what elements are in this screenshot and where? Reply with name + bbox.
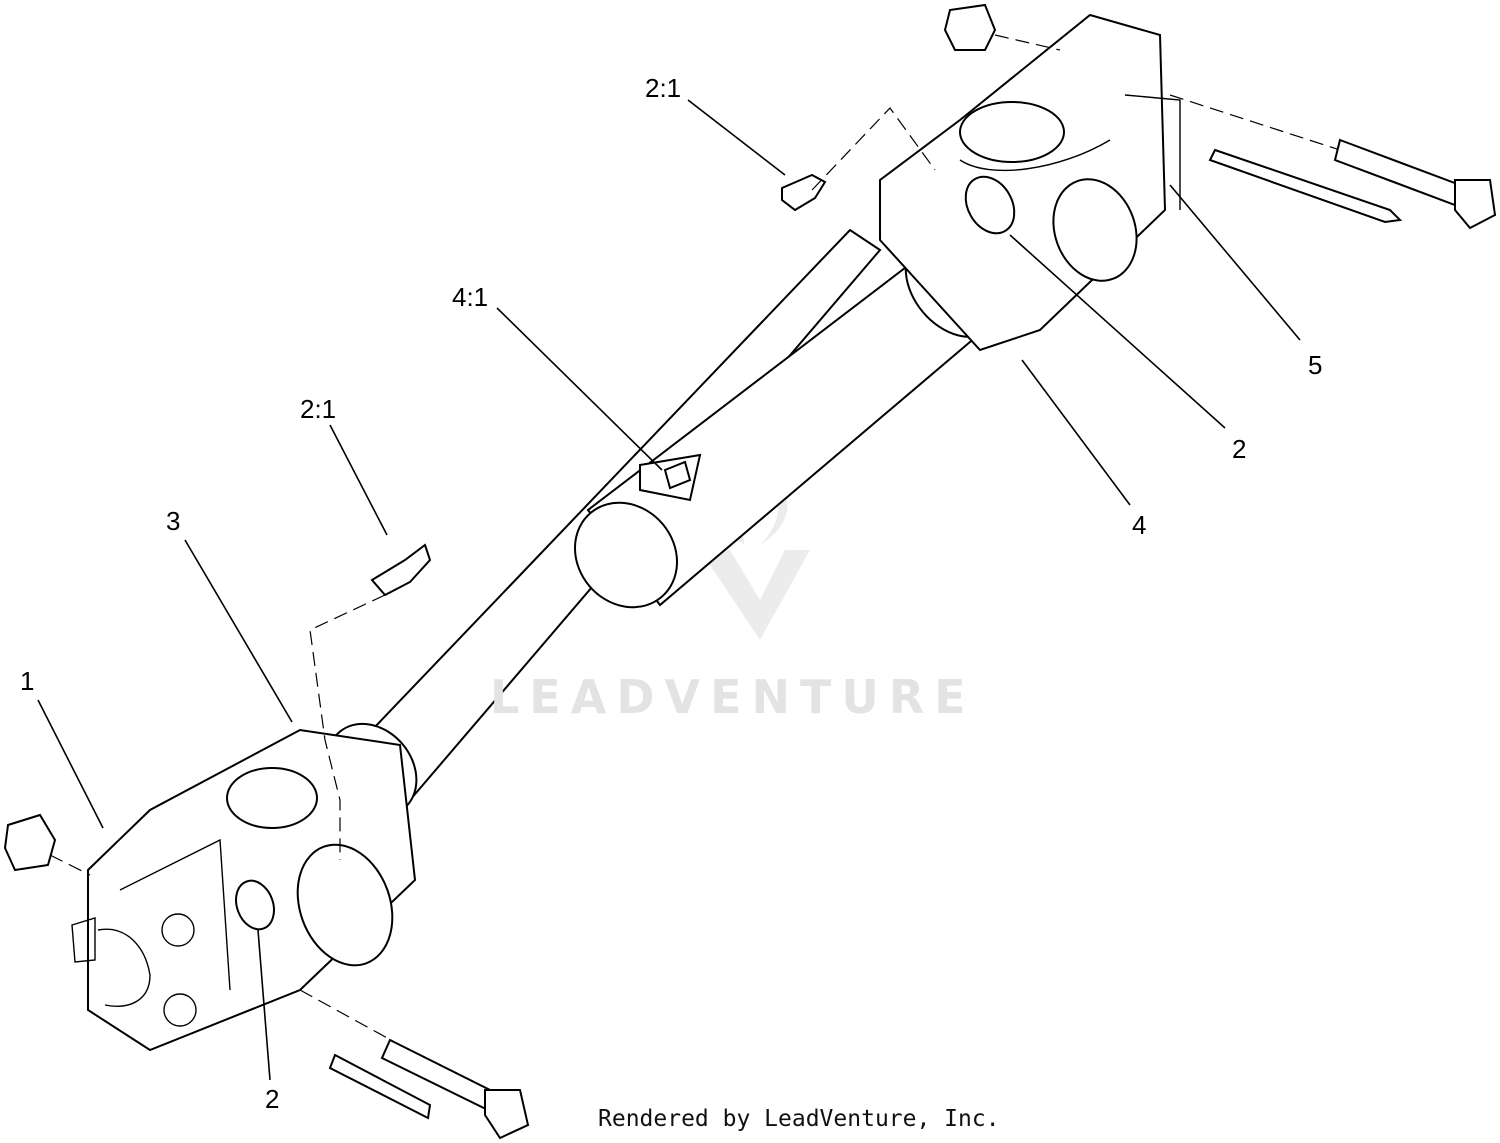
callout-part-2-right: 2	[1232, 434, 1247, 464]
callout-part-5: 5	[1308, 350, 1323, 380]
grease-fitting-left	[309, 543, 432, 860]
grease-fitting-top	[781, 107, 936, 212]
callout-fitting-2-1-left: 2:1	[300, 394, 337, 424]
left-bolt	[299, 989, 530, 1140]
grease-fitting-center	[663, 460, 692, 490]
callout-fitting-2-1-top: 2:1	[645, 73, 682, 103]
right-bolt	[1169, 94, 1497, 230]
callout-part-4: 4	[1132, 510, 1147, 540]
callout-fitting-4-1: 4:1	[452, 282, 489, 312]
callout-part-1: 1	[20, 666, 35, 696]
leader-lines	[37, 99, 1301, 1081]
nut-left	[3, 813, 91, 876]
callout-part-3: 3	[166, 506, 181, 536]
watermark-text: LEADVENTURE	[490, 670, 976, 724]
left-yoke-assembly	[71, 728, 417, 1052]
right-yoke-assembly	[879, 13, 1181, 352]
nut-top-right	[943, 3, 1061, 51]
drive-shaft	[326, 228, 1006, 818]
callout-part-2-left: 2	[265, 1084, 280, 1114]
footer-credit: Rendered by LeadVenture, Inc.	[598, 1106, 1000, 1132]
